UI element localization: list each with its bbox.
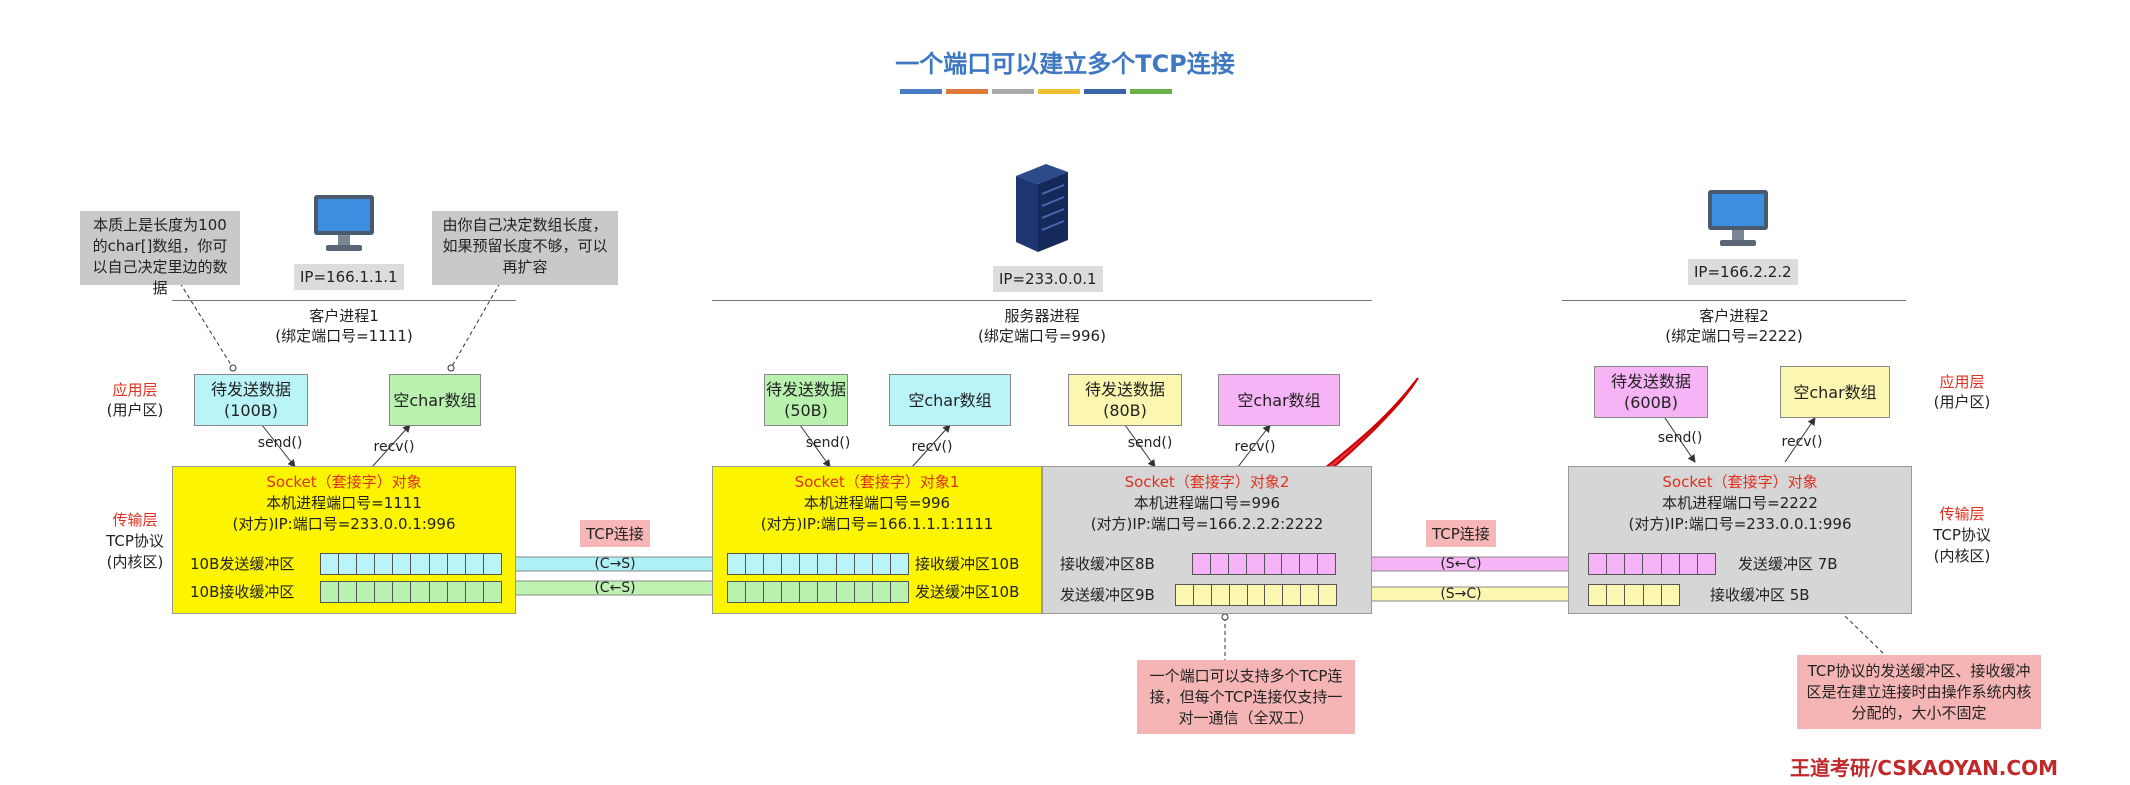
client2-send-call: send() [1657,430,1703,446]
client2-remote: (对方)IP:端口号=233.0.0.1:996 [1628,515,1852,533]
tcp-connection-2: TCP连接 [1426,520,1496,547]
app-layer-right-sub: (用户区) [1933,393,1991,411]
tcp-connection-1: TCP连接 [580,520,650,547]
client1-remote: (对方)IP:端口号=233.0.0.1:996 [232,515,456,533]
title-stripe-2 [946,89,988,94]
client1-socket-title: Socket（套接字）对象 [266,473,422,491]
server-socket2-send-buffer [1175,584,1337,606]
transport-layer-left-sub2: (内核区) [106,553,164,571]
client1-send-data: 待发送数据 (100B) [194,374,308,426]
server-socket2-local: 本机进程端口号=996 [1133,494,1281,512]
title-stripe-5 [1084,89,1126,94]
client1-empty-array: 空char数组 [389,374,481,426]
client1-recv-buffer [320,581,502,603]
client2-send-data: 待发送数据 (600B) [1594,366,1708,418]
transport-layer-right: 传输层 [1939,505,1985,523]
client2-recv-buf-label: 接收缓冲区 5B [1710,586,1810,604]
server-socket1-local: 本机进程端口号=996 [803,494,951,512]
server-send-data-1: 待发送数据 (50B) [764,374,848,426]
server-divider [712,300,1372,301]
client2-recv-call: recv() [1781,434,1823,450]
client1-send-buf-label: 10B发送缓冲区 [190,555,295,573]
transport-layer-right-sub2: (内核区) [1933,547,1991,565]
server-process: 服务器进程 [1004,307,1080,325]
server-recv-call-1: recv() [911,439,953,455]
server-port: (绑定端口号=996) [978,327,1106,345]
title-stripe-6 [1130,89,1172,94]
client1-send-call: send() [257,435,303,451]
s-to-c-label: (S→C) [1440,586,1482,602]
client2-send-buffer [1588,553,1716,575]
client1-recv-call: recv() [373,439,415,455]
client1-divider [172,300,516,301]
transport-layer-right-sub1: TCP协议 [1933,526,1991,544]
c-from-s-label: (C←S) [594,580,636,596]
server-socket1-recv-buffer [727,553,909,575]
client2-empty-array: 空char数组 [1780,366,1890,418]
title-stripe-1 [900,89,942,94]
client2-recv-buffer [1588,584,1680,606]
client1-port: (绑定端口号=1111) [275,327,413,345]
app-layer-left: 应用层 [112,381,158,399]
client2-ip: IP=166.2.2.2 [1688,259,1798,285]
server-socket2-remote: (对方)IP:端口号=166.2.2.2:2222 [1090,515,1324,533]
note-dynamic-array: 由你自己决定数组长度，如果预留长度不够，可以再扩容 [432,211,618,285]
client1-process: 客户进程1 [309,307,379,325]
server-empty-array-1: 空char数组 [889,374,1011,426]
note-port-multi-tcp: 一个端口可以支持多个TCP连接，但每个TCP连接仅支持一对一通信（全双工） [1137,660,1355,734]
computer-icon [312,193,376,255]
server-recv-call-2: recv() [1234,439,1276,455]
server-socket1-title: Socket（套接字）对象1 [794,473,960,491]
app-layer-left-sub: (用户区) [106,401,164,419]
note-array: 本质上是长度为100的char[]数组，你可以自己决定里边的数据 [80,211,240,297]
server-socket2-title: Socket（套接字）对象2 [1124,473,1290,491]
transport-layer-left: 传输层 [112,511,158,529]
page-title: 一个端口可以建立多个TCP连接 [895,50,1235,78]
server-socket1-remote: (对方)IP:端口号=166.1.1.1:1111 [760,515,994,533]
server-empty-array-2: 空char数组 [1218,374,1340,426]
server-socket1-send-buffer [727,581,909,603]
app-layer-right: 应用层 [1939,373,1985,391]
title-stripe-4 [1038,89,1080,94]
client2-local-port: 本机进程端口号=2222 [1662,494,1818,512]
client2-divider [1562,300,1906,301]
client1-ip: IP=166.1.1.1 [294,264,404,290]
server-ip: IP=233.0.0.1 [993,266,1103,292]
server-socket2-recv-buffer [1192,553,1336,575]
client2-socket-title: Socket（套接字）对象 [1662,473,1818,491]
client1-send-buffer [320,553,502,575]
transport-layer-left-sub1: TCP协议 [106,532,164,550]
client1-recv-buf-label: 10B接收缓冲区 [190,583,295,601]
title-stripe-3 [992,89,1034,94]
c-to-s-label: (C→S) [594,556,636,572]
server-send-call-2: send() [1127,435,1173,451]
client1-local-port: 本机进程端口号=1111 [266,494,422,512]
server-icon [1010,162,1072,254]
note-buffer-alloc: TCP协议的发送缓冲区、接收缓冲区是在建立连接时由操作系统内核分配的，大小不固定 [1797,655,2041,729]
server-socket2-send-label: 发送缓冲区9B [1060,586,1155,604]
client2-process: 客户进程2 [1699,307,1769,325]
server-socket2-recv-label: 接收缓冲区8B [1060,555,1155,573]
server-send-call-1: send() [805,435,851,451]
client2-port: (绑定端口号=2222) [1665,327,1803,345]
watermark: 王道考研/CSKAOYAN.COM [1790,756,2058,780]
server-socket1-send-label: 发送缓冲区10B [915,583,1020,601]
computer-icon [1706,188,1770,250]
server-send-data-2: 待发送数据 (80B) [1068,374,1182,426]
server-socket1-recv-label: 接收缓冲区10B [915,555,1020,573]
client2-send-buf-label: 发送缓冲区 7B [1738,555,1838,573]
s-from-c-label: (S←C) [1440,556,1482,572]
